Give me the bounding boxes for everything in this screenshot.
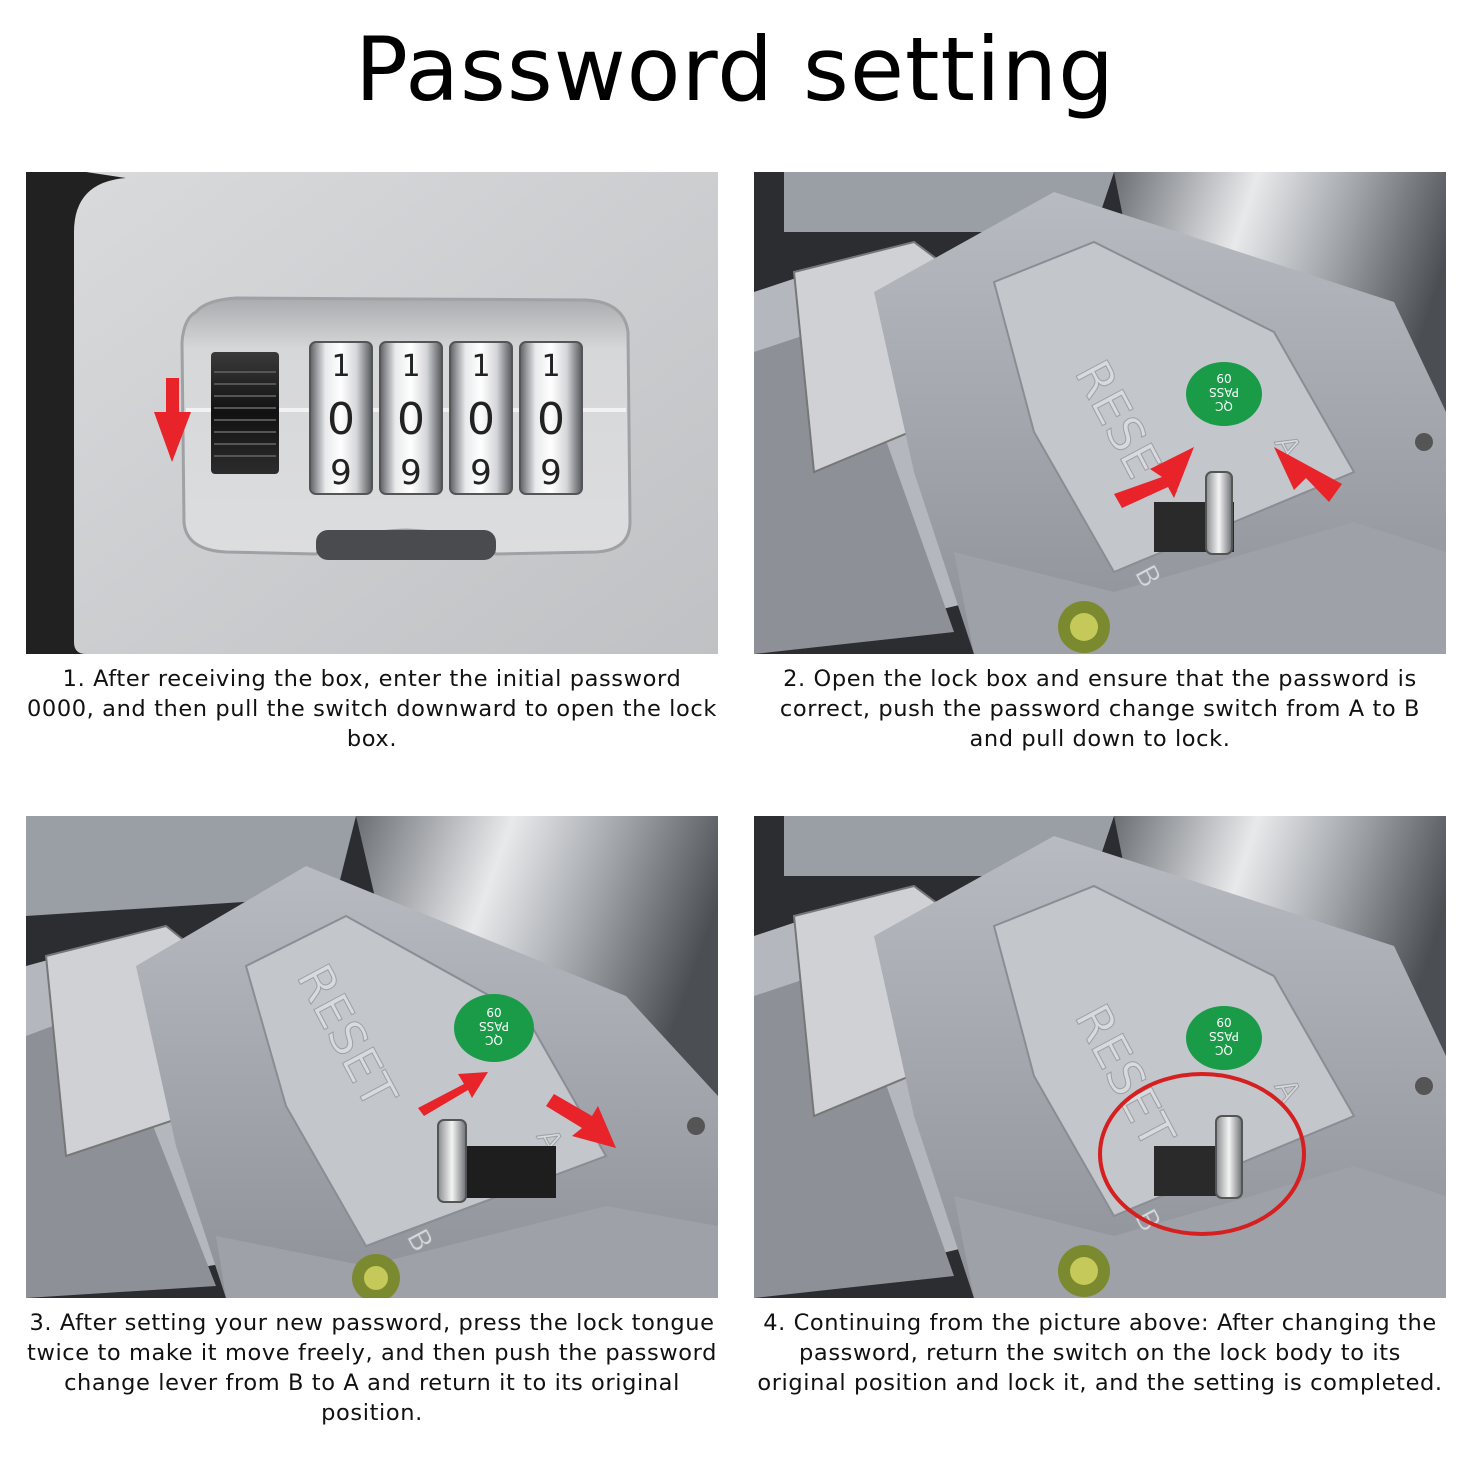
- step2-caption: 2. Open the lock box and ensure that the…: [779, 666, 1421, 752]
- svg-text:0: 0: [537, 394, 565, 445]
- svg-text:PASS: PASS: [479, 1019, 509, 1033]
- svg-text:09: 09: [486, 1005, 501, 1019]
- svg-text:9: 9: [330, 453, 352, 493]
- svg-text:QC: QC: [1215, 1043, 1233, 1057]
- arrow-down-icon: [154, 378, 191, 462]
- svg-text:QC: QC: [1215, 399, 1233, 413]
- arrow-right-icon: [418, 1072, 488, 1116]
- svg-text:0: 0: [397, 394, 425, 445]
- arrow-down-right-icon: [546, 1094, 616, 1148]
- svg-text:1: 1: [541, 349, 560, 384]
- svg-text:1: 1: [331, 349, 350, 384]
- step3-caption: 3. After setting your new password, pres…: [27, 1310, 717, 1426]
- arrow-up-left-icon: [1274, 447, 1342, 502]
- step1-photo: 1 0 9 1 0 9 1 0 9 1 0 9: [26, 172, 718, 654]
- svg-text:0: 0: [327, 394, 355, 445]
- svg-text:09: 09: [1216, 1015, 1231, 1029]
- svg-text:9: 9: [470, 453, 492, 493]
- page-title: Password setting: [354, 18, 1116, 121]
- step4-caption: 4. Continuing from the picture above: Af…: [757, 1310, 1443, 1396]
- svg-text:1: 1: [401, 349, 420, 384]
- qc-badge: QC PASS 09: [454, 994, 534, 1062]
- qc-badge: QC PASS 09: [1186, 362, 1262, 426]
- step2-photo: RESET A B QC PASS 09: [754, 172, 1446, 654]
- svg-text:0: 0: [467, 394, 495, 445]
- highlight-circle-icon: [1098, 1072, 1306, 1236]
- step4-photo: RESET A B QC PASS 09: [754, 816, 1446, 1298]
- svg-text:QC: QC: [485, 1033, 503, 1047]
- arrow-left-icon: [1114, 447, 1194, 508]
- svg-text:9: 9: [540, 453, 562, 493]
- svg-text:9: 9: [400, 453, 422, 493]
- step1-caption: 1. After receiving the box, enter the in…: [27, 666, 717, 752]
- step3-photo: RESET A B QC PASS 09: [26, 816, 718, 1298]
- qc-badge: QC PASS 09: [1186, 1006, 1262, 1070]
- svg-text:09: 09: [1216, 371, 1231, 385]
- svg-text:PASS: PASS: [1209, 1029, 1239, 1043]
- combination-dials: 1 0 9 1 0 9 1 0 9 1 0 9: [309, 341, 583, 495]
- svg-text:1: 1: [471, 349, 490, 384]
- svg-text:PASS: PASS: [1209, 385, 1239, 399]
